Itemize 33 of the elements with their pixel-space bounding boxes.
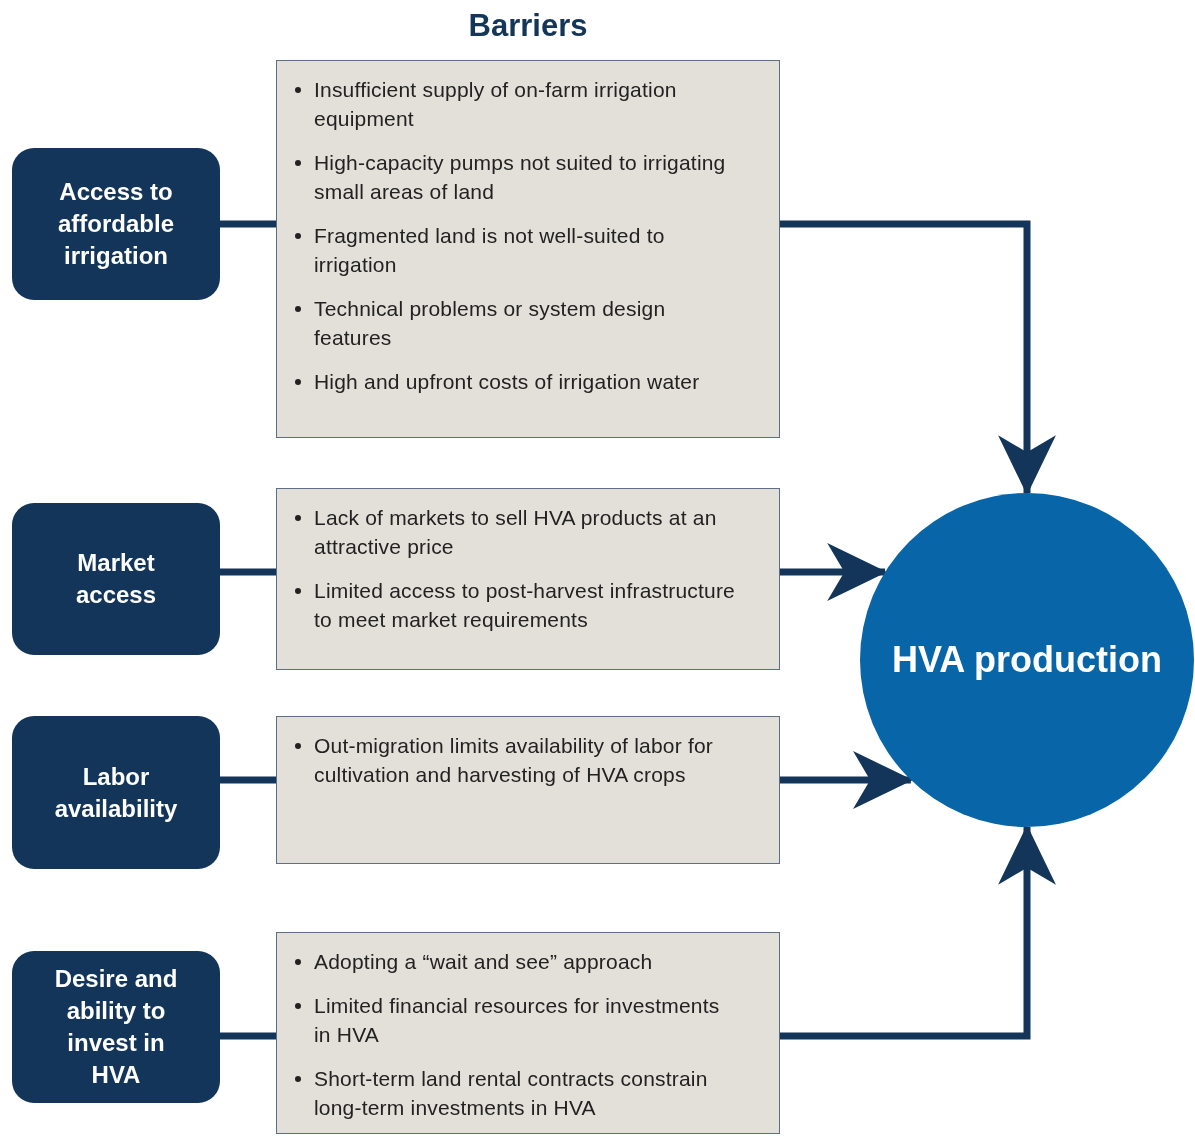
barrier-box — [276, 716, 780, 864]
barrier-box — [276, 60, 780, 438]
bullet-text: Out-migration limits availability of labor for cultivation and harvesting of HVA crops — [314, 733, 714, 788]
connector-line — [220, 220, 276, 228]
bullet-text: Short-term land rental contracts constrain long-term investments in HVA — [314, 1066, 709, 1121]
arrow — [780, 543, 888, 601]
bullet-text: Technical problems or system design features — [314, 296, 667, 351]
heading: Barriers — [467, 8, 589, 44]
bullet-text: Limited access to post-harvest infrastructure to meet market requirements — [314, 578, 736, 633]
barrier-box — [276, 932, 780, 1134]
bullet-text: Adopting a “wait and see” approach — [314, 949, 654, 975]
arrow — [780, 751, 913, 809]
arrow — [780, 220, 1056, 496]
connector-line — [220, 1032, 276, 1040]
node-label: Desire and ability to invest in HVA — [53, 964, 179, 1090]
factor-box — [12, 503, 220, 655]
connector-line — [220, 776, 276, 784]
barrier-box — [276, 488, 780, 670]
node-label: Market access — [74, 548, 158, 610]
node-label: Labor availability — [53, 761, 179, 824]
factor-box — [12, 951, 220, 1103]
arrow — [780, 824, 1056, 1040]
bullet-text: Insufficient supply of on-farm irrigation equipment — [314, 77, 678, 132]
bullet-text: Lack of markets to sell HVA products at an attractive price — [314, 505, 718, 560]
bullet-text: High-capacity pumps not suited to irrigating small areas of land — [314, 150, 727, 205]
factor-box — [12, 716, 220, 869]
connector-line — [220, 568, 276, 576]
bullet-text: High and upfront costs of irrigation water — [314, 369, 701, 395]
bullet-text: Fragmented land is not well-suited to irrigation — [314, 223, 666, 278]
bullet-text: Limited financial resources for investments in HVA — [314, 993, 721, 1048]
factor-box — [12, 148, 220, 300]
node-label: Access to affordable irrigation — [57, 177, 175, 271]
node-label: HVA production — [892, 638, 1162, 682]
